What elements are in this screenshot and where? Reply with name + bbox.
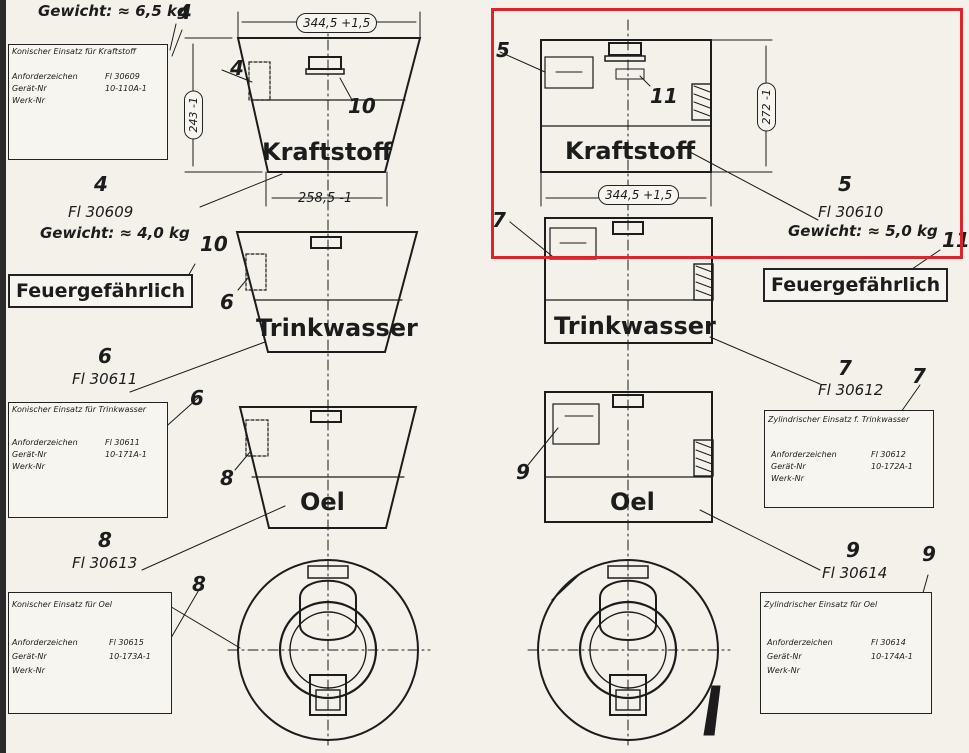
num-can5: 5 [838, 172, 852, 196]
plate-row1-key: Anforderzeichen [771, 450, 837, 459]
weight-top: Gewicht: ≈ 6,5 kg [38, 2, 188, 20]
ref-can4-a: 4 [230, 56, 244, 80]
ref-warning-left: 10 [200, 232, 228, 256]
plate-row3-key: Werk-Nr [12, 666, 45, 675]
ref-can8-b: 8 [192, 572, 206, 596]
label-can9: Oel [610, 488, 655, 516]
plate-title: Zylindrischer Einsatz f. Trinkwasser [768, 415, 910, 424]
ref-top: 4 [178, 0, 192, 24]
plate-row2-val: 10-174A-1 [871, 652, 913, 661]
dim-bottom-can5: 344,5 +1,5 [598, 185, 680, 205]
ref-can5-b: 11 [650, 84, 678, 108]
plate-row1-key: Anforderzeichen [12, 638, 78, 647]
scan-edge [0, 0, 6, 753]
ref-can4-b: 10 [348, 94, 376, 118]
part-can4: Fl 30609 [68, 203, 134, 221]
plate-row3-key: Werk-Nr [771, 474, 804, 483]
plate-row2-key: Gerät-Nr [771, 462, 806, 471]
nameplate-can8: Konischer Einsatz für Oel Anforderzeiche… [8, 592, 172, 714]
weight-can4: Gewicht: ≈ 4,0 kg [40, 224, 190, 242]
warning-label-right: Feuergefährlich [763, 268, 949, 302]
can-8-outline [141, 406, 418, 571]
plate-row3-key: Werk-Nr [12, 462, 45, 471]
num-can4: 4 [94, 172, 108, 196]
nameplate-can9: Zylindrischer Einsatz für Oel Anforderze… [760, 592, 932, 714]
ref-can6-a: 6 [220, 290, 234, 314]
label-can8: Oel [300, 488, 345, 516]
plate-row3-key: Werk-Nr [12, 96, 45, 105]
nameplate-can4: Konischer Einsatz für Kraftstoff Anforde… [8, 44, 168, 160]
plate-row2-val: 10-171A-1 [105, 450, 147, 459]
can-6-outline [129, 231, 419, 393]
num-can9: 9 [846, 538, 860, 562]
label-can5: Kraftstoff [565, 137, 696, 165]
ref-can8-a: 8 [220, 466, 234, 490]
part-can7: Fl 30612 [818, 381, 884, 399]
dim-bottom-can4: 258,5 -1 [298, 191, 353, 206]
can-9-outline [527, 391, 821, 571]
plate-row2-key: Gerät-Nr [12, 84, 47, 93]
plate-row1-key: Anforderzeichen [12, 438, 78, 447]
plate-row1-key: Anforderzeichen [12, 72, 78, 81]
plate-row2-val: 10-173A-1 [109, 652, 151, 661]
plate-title: Konischer Einsatz für Trinkwasser [12, 405, 147, 414]
plate-row2-key: Gerät-Nr [767, 652, 802, 661]
num-can7: 7 [838, 356, 852, 380]
ref-can7-b: 7 [912, 364, 926, 388]
nameplate-can7: Zylindrischer Einsatz f. Trinkwasser Anf… [764, 410, 934, 508]
weight-can5: Gewicht: ≈ 5,0 kg [788, 222, 938, 240]
dim-top-can4: 344,5 +1,5 [296, 13, 378, 33]
plate-row2-key: Gerät-Nr [12, 450, 47, 459]
label-can7: Trinkwasser [554, 312, 716, 340]
can-4-outline [169, 11, 422, 208]
plate-row3-key: Werk-Nr [767, 666, 800, 675]
dim-height-can4: 243 -1 [184, 90, 203, 140]
ref-can5-a: 5 [496, 38, 510, 62]
plate-row1-key: Anforderzeichen [767, 638, 833, 647]
highlight-box [491, 8, 963, 259]
plate-row2-val: 10-172A-1 [871, 462, 913, 471]
plate-row2-val: 10-110A-1 [105, 84, 147, 93]
plate-row1-val: Fl 30609 [105, 72, 140, 81]
warning-label-left: Feuergefährlich [8, 274, 194, 308]
round-topview-left [167, 559, 431, 741]
part-can9: Fl 30614 [822, 564, 888, 582]
nameplate-can6: Konischer Einsatz für Trinkwasser Anford… [8, 402, 168, 518]
plate-row1-val: Fl 30614 [871, 638, 906, 647]
num-can6: 6 [98, 344, 112, 368]
ref-can7-a: 7 [492, 208, 506, 232]
plate-row1-val: Fl 30615 [109, 638, 144, 647]
ref-can9-a: 9 [516, 460, 530, 484]
handle-hatching [693, 85, 713, 473]
num-can8: 8 [98, 528, 112, 552]
label-can6: Trinkwasser [256, 314, 418, 342]
plate-title: Konischer Einsatz für Kraftstoff [12, 47, 136, 56]
plate-row1-val: Fl 30612 [871, 450, 906, 459]
plate-title: Zylindrischer Einsatz für Oel [764, 600, 878, 609]
part-can8: Fl 30613 [72, 554, 138, 572]
ref-can9-b: 9 [922, 542, 936, 566]
ref-can6-b: 6 [190, 386, 204, 410]
plate-title: Konischer Einsatz für Oel [12, 600, 112, 609]
round-topview-right [527, 559, 731, 741]
plate-row2-key: Gerät-Nr [12, 652, 47, 661]
plate-row1-val: Fl 30611 [105, 438, 140, 447]
label-can4: Kraftstoff [262, 138, 393, 166]
part-can5: Fl 30610 [818, 203, 884, 221]
part-can6: Fl 30611 [72, 370, 138, 388]
